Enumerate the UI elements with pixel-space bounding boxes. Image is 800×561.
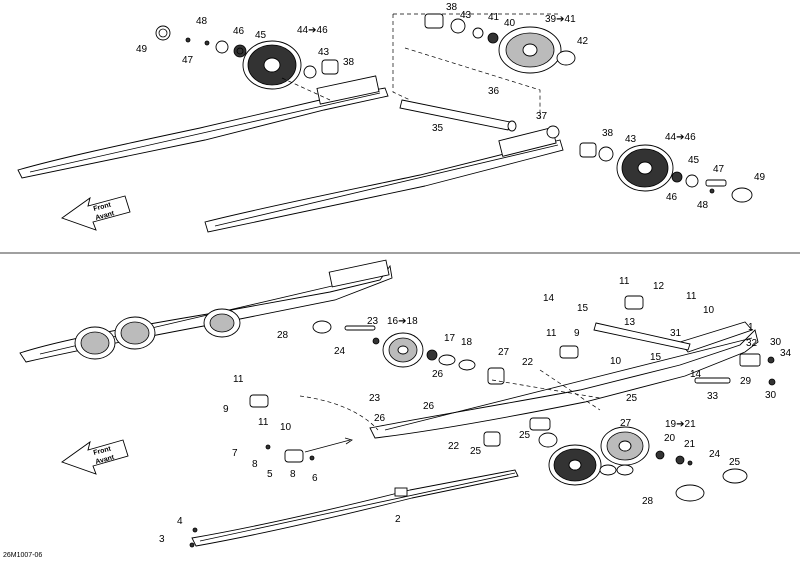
callout: 49: [754, 172, 766, 183]
drawing-code: 26M1007-06: [3, 552, 42, 559]
callout: 47: [182, 55, 194, 66]
callout: 25: [626, 393, 638, 404]
callout: 36: [488, 86, 500, 97]
callout: 7: [232, 448, 238, 459]
callout: 24: [334, 346, 346, 357]
callout: 28: [277, 330, 289, 341]
callout: 46: [233, 26, 245, 37]
callout: 38: [446, 2, 458, 13]
callout: 8: [290, 469, 296, 480]
callout: 10: [610, 356, 622, 367]
callout: 40: [504, 18, 516, 29]
callout: 9: [223, 404, 229, 415]
callout: 11: [258, 417, 269, 428]
callout: 33: [707, 391, 719, 402]
callout: 43: [460, 10, 472, 21]
callout: 34: [780, 348, 792, 359]
callout: 48: [196, 16, 208, 27]
callout: 3: [159, 534, 165, 545]
front-arrow-label: Avant: [95, 454, 116, 466]
front-arrow-label: Front: [93, 445, 113, 457]
callout: 15: [650, 352, 662, 363]
callout: 43: [318, 47, 330, 58]
top-callout-labels: 49 48 47 46 45 44➔46 43 38 38 43 41 40 3…: [136, 2, 766, 211]
callout: 23: [369, 393, 381, 404]
callout: 2: [395, 514, 401, 525]
callout: 4: [177, 516, 183, 527]
callout: 45: [255, 30, 267, 41]
callout: 28: [642, 496, 654, 507]
callout: 37: [536, 111, 548, 122]
callout: 43: [625, 134, 637, 145]
callout: 27: [620, 418, 632, 429]
callout: 12: [653, 281, 665, 292]
callout: 29: [740, 376, 752, 387]
callout: 30: [765, 390, 777, 401]
front-arrow-bottom: Front Avant: [61, 439, 129, 475]
callout: 19➔21: [665, 419, 696, 430]
callout: 44➔46: [665, 132, 696, 143]
callout: 16➔18: [387, 316, 418, 327]
callout: 30: [770, 337, 782, 348]
front-arrow-top: Front Avant: [61, 195, 131, 231]
callout: 47: [713, 164, 725, 175]
callout: 25: [470, 446, 482, 457]
callout: 32: [746, 338, 758, 349]
callout: 18: [461, 337, 473, 348]
callout: 10: [703, 305, 715, 316]
callout: 1: [748, 322, 754, 333]
bottom-callout-labels: 11 12 11 10 14 15 13 9 11 10 31 1 30 32 …: [159, 276, 792, 545]
callout: 15: [577, 303, 589, 314]
callout: 11: [686, 291, 697, 302]
callout: 17: [444, 333, 456, 344]
bottom-assembly: [19, 259, 776, 548]
callout: 46: [666, 192, 678, 203]
callout: 38: [602, 128, 614, 139]
callout: 20: [664, 433, 676, 444]
callout: 38: [343, 57, 355, 68]
front-arrow-label: Avant: [95, 210, 116, 222]
callout: 14: [543, 293, 555, 304]
callout: 31: [670, 328, 682, 339]
callout: 26: [423, 401, 435, 412]
callout: 48: [697, 200, 709, 211]
callout: 45: [688, 155, 700, 166]
callout: 49: [136, 44, 148, 55]
callout: 10: [280, 422, 292, 433]
callout: 8: [252, 459, 258, 470]
callout: 5: [267, 469, 273, 480]
callout: 9: [574, 328, 580, 339]
callout: 39➔41: [545, 14, 576, 25]
callout: 42: [577, 36, 589, 47]
callout: 22: [448, 441, 460, 452]
top-assembly: [17, 13, 753, 233]
callout: 21: [684, 439, 696, 450]
callout: 11: [546, 328, 557, 339]
callout: 11: [619, 276, 630, 287]
callout: 44➔46: [297, 25, 328, 36]
callout: 25: [729, 457, 741, 468]
callout: 22: [522, 357, 534, 368]
callout: 41: [488, 12, 500, 23]
callout: 26: [374, 413, 386, 424]
callout: 24: [709, 449, 721, 460]
front-arrow-label: Front: [93, 201, 113, 213]
callout: 26: [432, 369, 444, 380]
callout: 25: [519, 430, 531, 441]
callout: 35: [432, 123, 444, 134]
callout: 6: [312, 473, 318, 484]
callout: 14: [690, 369, 702, 380]
callout: 27: [498, 347, 510, 358]
callout: 13: [624, 317, 636, 328]
callout: 23: [367, 316, 379, 327]
callout: 11: [233, 374, 244, 385]
